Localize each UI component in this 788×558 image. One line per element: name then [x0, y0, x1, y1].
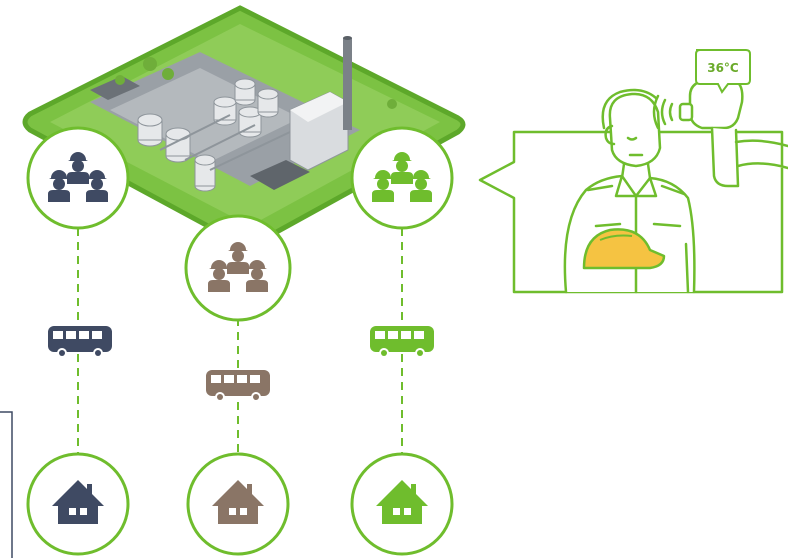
bus-icon — [48, 326, 112, 358]
industrial-plant-icon — [22, 5, 466, 247]
temperature-reading: 36°C — [707, 61, 739, 75]
worker-group-3 — [350, 126, 454, 230]
thermometer-icon — [652, 78, 788, 188]
bus-icon — [370, 326, 434, 358]
temperature-reading-bubble: 36°C — [695, 49, 751, 94]
home-1 — [26, 452, 130, 556]
worker-group-2 — [184, 214, 292, 322]
partial-frame — [0, 411, 13, 558]
temperature-check-callout: 36°C — [478, 49, 788, 294]
bus-icon — [206, 370, 270, 402]
home-2 — [186, 452, 290, 556]
worker-group-1 — [26, 126, 130, 230]
helmet-icon — [582, 228, 666, 270]
home-3 — [350, 452, 454, 556]
